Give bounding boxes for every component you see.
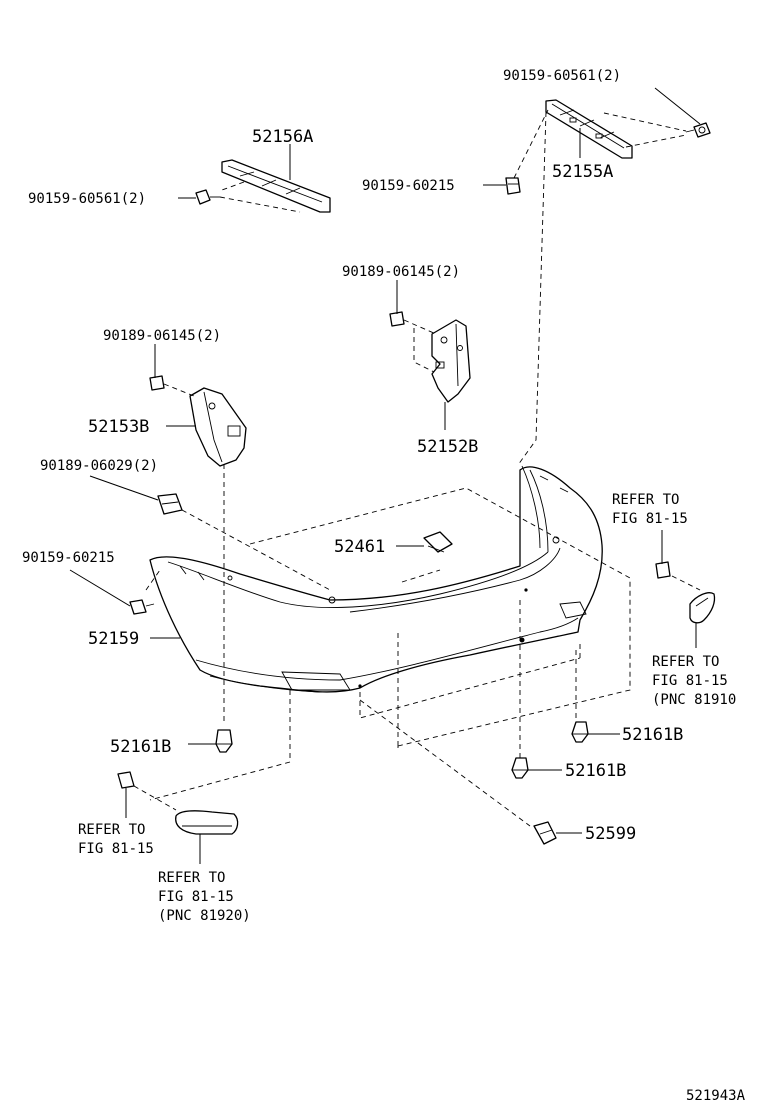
label-52153B: 52153B (88, 417, 149, 437)
bumper-cover-52159-drawing (149, 465, 603, 693)
ref-left-lamp-line2: FIG 81-15 (158, 889, 234, 905)
reflector-left-drawing (175, 810, 239, 835)
label-90159-60215-top: 90159-60215 (362, 178, 455, 194)
label-52156A: 52156A (252, 127, 313, 147)
label-90159-60561-top: 90159-60561(2) (503, 68, 621, 84)
label-52159: 52159 (88, 629, 139, 649)
screw-left-icon (129, 599, 155, 615)
bolt-top-right-icon (685, 122, 711, 138)
bracket-52152B-drawing (431, 319, 471, 403)
ref-right-bottom-line3: (PNC 81910 (652, 692, 736, 708)
bolt-top-left-icon (195, 189, 220, 205)
label-90189-06029: 90189-06029(2) (40, 458, 158, 474)
label-52152B: 52152B (417, 437, 478, 457)
retainer-52156A-drawing (219, 159, 331, 213)
ref-left-bolt-line2: FIG 81-15 (78, 841, 154, 857)
bracket-52153B-drawing (189, 387, 247, 467)
clip-52161B-right-upper-icon (571, 721, 589, 743)
label-52461: 52461 (334, 537, 385, 557)
ref-right-bottom-line1: REFER TO (652, 654, 719, 670)
diagram-id: 521943A (686, 1088, 746, 1104)
label-52599: 52599 (585, 824, 636, 844)
ref-left-lamp-line3: (PNC 81920) (158, 908, 251, 924)
label-52155A: 52155A (552, 162, 613, 182)
label-52161B-left: 52161B (110, 737, 171, 757)
label-90189-06145-mid: 90189-06145(2) (342, 264, 460, 280)
label-52161B-right-lower: 52161B (565, 761, 626, 781)
ref-left-lamp-line1: REFER TO (158, 870, 225, 886)
reflector-right-drawing (689, 592, 716, 624)
clip-52161B-right-lower-icon (511, 757, 529, 779)
label-90189-06145-left: 90189-06145(2) (103, 328, 221, 344)
label-52161B-right-upper: 52161B (622, 725, 683, 745)
retainer-52155A-drawing (545, 99, 687, 159)
clip-52161B-left-icon (215, 729, 233, 753)
label-90159-60215-left: 90159-60215 (22, 550, 115, 566)
label-90159-60561-left: 90159-60561(2) (28, 191, 146, 207)
ref-left-bolt-line1: REFER TO (78, 822, 145, 838)
clip-52599-icon (533, 821, 557, 845)
bolt-left-lower-icon (117, 771, 135, 789)
clip-90189-06029-icon (157, 493, 183, 515)
ref-right-bottom-line2: FIG 81-15 (652, 673, 728, 689)
bolt-mid-icon (389, 311, 405, 327)
ref-right-top-line1: REFER TO (612, 492, 679, 508)
screw-top-center-icon (505, 177, 521, 195)
bolt-right-icon (655, 561, 671, 579)
ref-right-top-line2: FIG 81-15 (612, 511, 688, 527)
pad-52461-drawing (423, 531, 453, 553)
bolt-left-mid-icon (149, 375, 165, 391)
